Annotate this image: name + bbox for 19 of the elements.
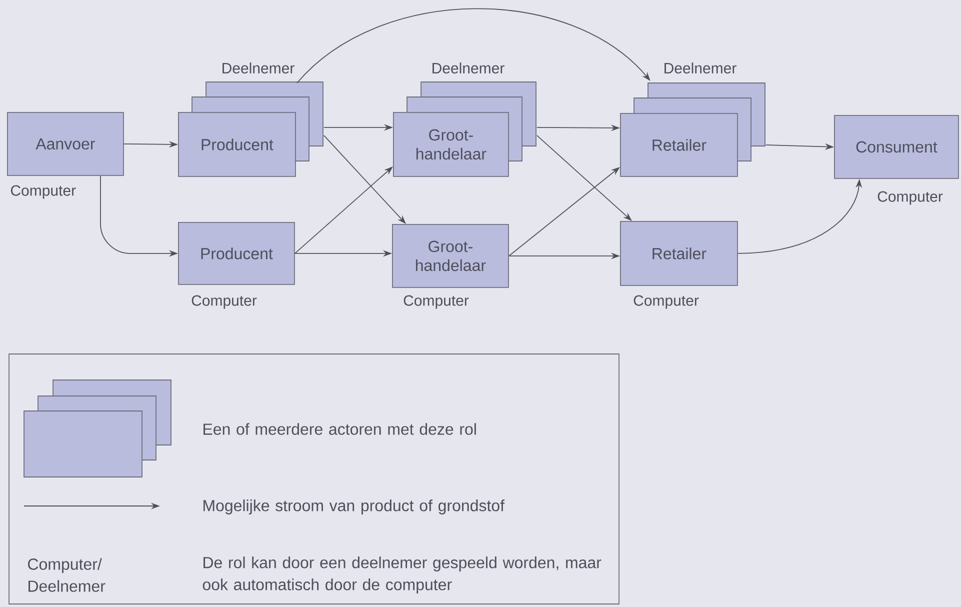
- process-box: Consument: [834, 115, 959, 179]
- legend-text: De rol kan door een deelnemer gespeeld worden, maar ook automatisch door de computer: [202, 556, 602, 594]
- process-box: Aanvoer: [7, 112, 124, 176]
- process-box: Retailer: [620, 221, 738, 286]
- text-label: Computer/ Deelnemer: [28, 558, 106, 592]
- arrow: [296, 8, 650, 84]
- process-box: Producent: [178, 222, 295, 285]
- process-box: Groot- handelaar: [392, 224, 509, 288]
- role-label: Deelnemer: [432, 62, 504, 74]
- role-label: Computer: [634, 295, 699, 309]
- legend-text: Mogelijke stroom van product of grondstof: [204, 500, 505, 514]
- role-label: Deelnemer: [222, 62, 294, 74]
- role-label: Computer: [404, 295, 469, 309]
- role-label: Computer: [878, 191, 943, 205]
- role-label: Computer: [192, 295, 257, 309]
- legend-text: Een of meerdere actoren met deze rol: [204, 423, 476, 435]
- role-label: Computer: [10, 185, 76, 199]
- stacked-box: Producent: [178, 82, 324, 177]
- role-label: Deelnemer: [664, 62, 736, 74]
